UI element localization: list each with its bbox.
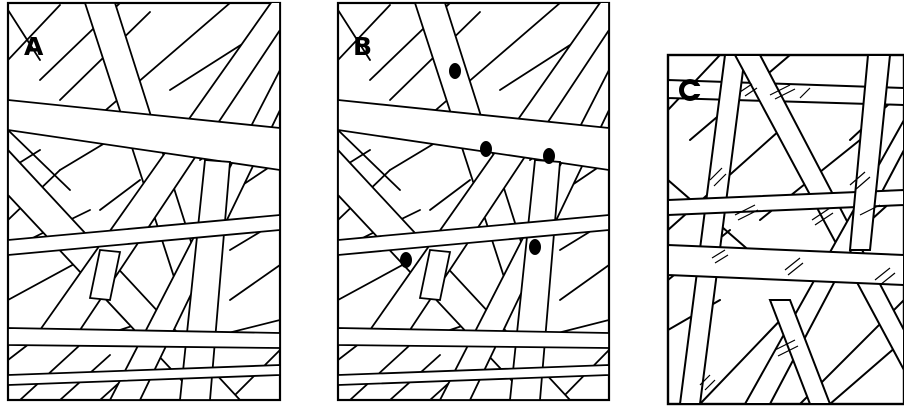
panel-b-bond-markers [400,63,555,268]
bond-dot [449,63,461,79]
panel-a-label: A [24,32,44,61]
panel-b: B [336,1,611,402]
bond-dot [529,239,541,255]
bond-dot [480,141,492,157]
panel-c-fibers [668,55,904,404]
panel-c: C [666,53,904,406]
panel-b-label: B [353,32,372,61]
bond-dot [543,148,555,164]
bond-dot [400,252,412,268]
panel-a: A [6,1,282,402]
panel-a-fibers [8,3,280,400]
panel-c-letter-gap [692,86,701,94]
panel-c-label: C [679,79,701,101]
panel-c-hatching [699,83,896,391]
